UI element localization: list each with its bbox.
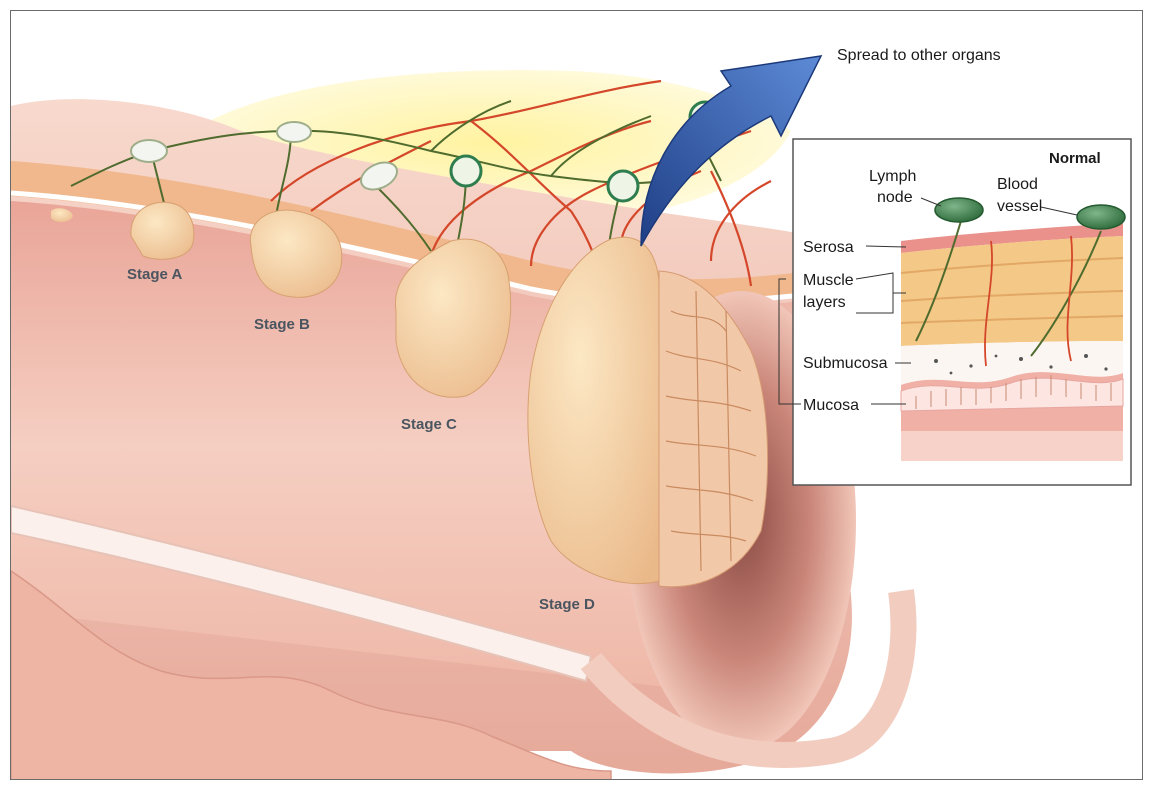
inset-blood-vessel-icon (1077, 205, 1125, 229)
colon-cancer-stages-illustration: Spread to other organs Stage A Stage B S… (11, 11, 1143, 780)
lymph-node-label-line2: node (877, 189, 913, 206)
stage-a-label: Stage A (127, 266, 182, 283)
inset-lymph-node-icon (935, 198, 983, 222)
lymph-node-normal (277, 122, 311, 142)
lymph-node-cancerous (451, 156, 481, 186)
stage-b-label: Stage B (254, 316, 310, 333)
spread-label: Spread to other organs (837, 47, 1001, 64)
stage-d-label: Stage D (539, 596, 595, 613)
blood-vessel-label-line1: Blood (997, 176, 1038, 193)
lymph-node-cancerous (608, 171, 638, 201)
lymph-node-normal (131, 140, 167, 162)
serosa-label: Serosa (803, 239, 854, 256)
lymph-node-label-line1: Lymph (869, 168, 916, 185)
normal-inset: Normal (779, 139, 1131, 485)
diagram-frame: Spread to other organs Stage A Stage B S… (10, 10, 1143, 780)
muscle-layers-label-line1: Muscle (803, 272, 854, 289)
blood-vessel-label-line2: vessel (997, 198, 1042, 215)
mucosa-label: Mucosa (803, 397, 859, 414)
inset-title: Normal (1049, 150, 1101, 167)
stage-c-label: Stage C (401, 416, 457, 433)
submucosa-label: Submucosa (803, 355, 888, 372)
muscle-layers-label-line2: layers (803, 294, 846, 311)
inset-tissue-layers (901, 221, 1123, 461)
